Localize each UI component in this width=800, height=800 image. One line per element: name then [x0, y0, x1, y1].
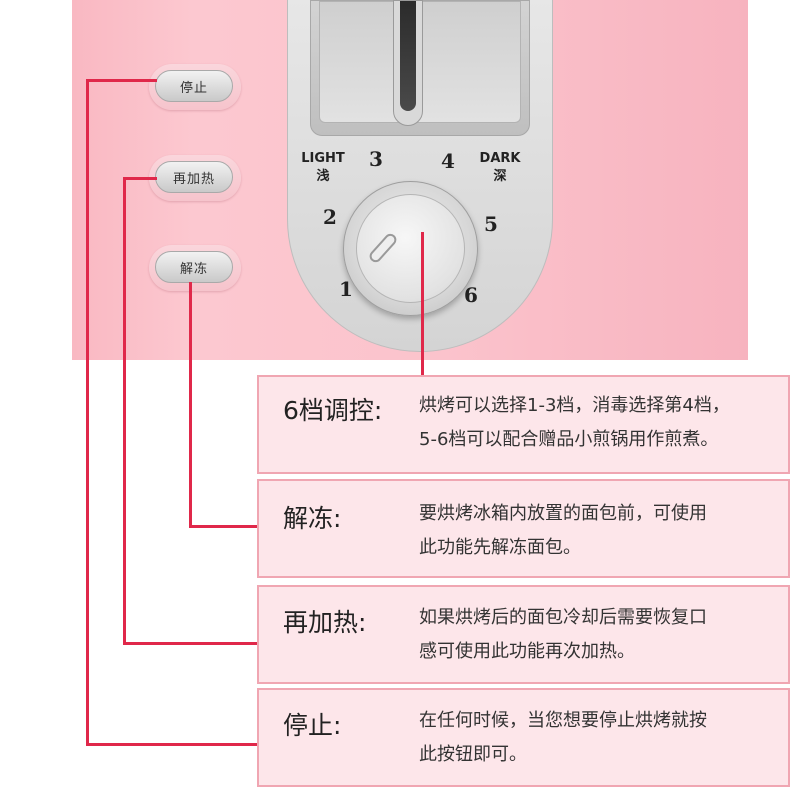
reheat-feature-line-2: 感可使用此功能再次加热。: [419, 641, 635, 662]
defrost-feature-text: 要烘烤冰箱内放置的面包前，可使用 此功能先解冻面包。: [419, 497, 707, 565]
defrost-feature-line-1: 要烘烤冰箱内放置的面包前，可使用: [419, 503, 707, 524]
dial-feature-box: 6档调控: 烘烤可以选择1-3档，消毒选择第4档， 5-6档可以配合赠品小煎锅用…: [257, 375, 790, 474]
light-label-cn: 浅: [316, 169, 330, 184]
reheat-callout-line-horizontal: [123, 642, 259, 645]
dial-face: [356, 194, 465, 303]
dial-level-6: 6: [464, 283, 478, 307]
reheat-button-housing: 再加热: [149, 155, 241, 201]
stop-feature-line-1: 在任何时候，当您想要停止烘烤就按: [419, 710, 707, 731]
defrost-feature-box: 解冻: 要烘烤冰箱内放置的面包前，可使用 此功能先解冻面包。: [257, 479, 790, 578]
lever-slot-opening: [400, 1, 416, 111]
dial-feature-line-2: 5-6档可以配合赠品小煎锅用作煎煮。: [419, 429, 719, 450]
defrost-callout-line-horizontal: [189, 525, 259, 528]
defrost-button[interactable]: 解冻: [155, 251, 233, 283]
dark-label: DARK 深: [476, 150, 524, 186]
dial-level-1: 1: [339, 277, 353, 301]
dark-label-cn: 深: [493, 169, 507, 184]
defrost-button-housing: 解冻: [149, 245, 241, 291]
stop-callout-line-horizontal: [86, 743, 259, 746]
dial-level-3: 3: [369, 147, 383, 171]
dial-level-4: 4: [441, 149, 455, 173]
stop-feature-title: 停止:: [283, 711, 342, 740]
defrost-feature-line-2: 此功能先解冻面包。: [419, 537, 581, 558]
defrost-callout-line-vertical: [189, 282, 192, 528]
reheat-callout-line-vertical: [123, 177, 126, 645]
dial-callout-line: [421, 232, 424, 377]
dial-feature-line-1: 烘烤可以选择1-3档，消毒选择第4档，: [419, 395, 730, 416]
stop-feature-line-2: 此按钮即可。: [419, 744, 527, 765]
stop-callout-line-top: [86, 79, 157, 82]
reheat-callout-line-top: [123, 177, 157, 180]
stop-button[interactable]: 停止: [155, 70, 233, 102]
reheat-feature-box: 再加热: 如果烘烤后的面包冷却后需要恢复口 感可使用此功能再次加热。: [257, 585, 790, 684]
lever-slot: [393, 0, 423, 126]
stop-button-housing: 停止: [149, 64, 241, 110]
browning-dial-knob[interactable]: [343, 181, 478, 316]
reheat-feature-text: 如果烘烤后的面包冷却后需要恢复口 感可使用此功能再次加热。: [419, 601, 707, 669]
stop-feature-box: 停止: 在任何时候，当您想要停止烘烤就按 此按钮即可。: [257, 688, 790, 787]
reheat-button[interactable]: 再加热: [155, 161, 233, 193]
dial-level-2: 2: [323, 205, 337, 229]
light-label: LIGHT 浅: [300, 150, 346, 186]
stop-feature-text: 在任何时候，当您想要停止烘烤就按 此按钮即可。: [419, 704, 707, 772]
reheat-feature-title: 再加热:: [283, 608, 367, 637]
dial-level-5: 5: [484, 212, 498, 236]
stop-callout-line-vertical: [86, 79, 89, 746]
light-label-en: LIGHT: [301, 151, 345, 166]
dark-label-en: DARK: [479, 151, 521, 166]
defrost-feature-title: 解冻:: [283, 504, 342, 533]
dial-feature-text: 烘烤可以选择1-3档，消毒选择第4档， 5-6档可以配合赠品小煎锅用作煎煮。: [419, 389, 730, 457]
dial-feature-title: 6档调控:: [283, 396, 383, 425]
reheat-feature-line-1: 如果烘烤后的面包冷却后需要恢复口: [419, 607, 707, 628]
